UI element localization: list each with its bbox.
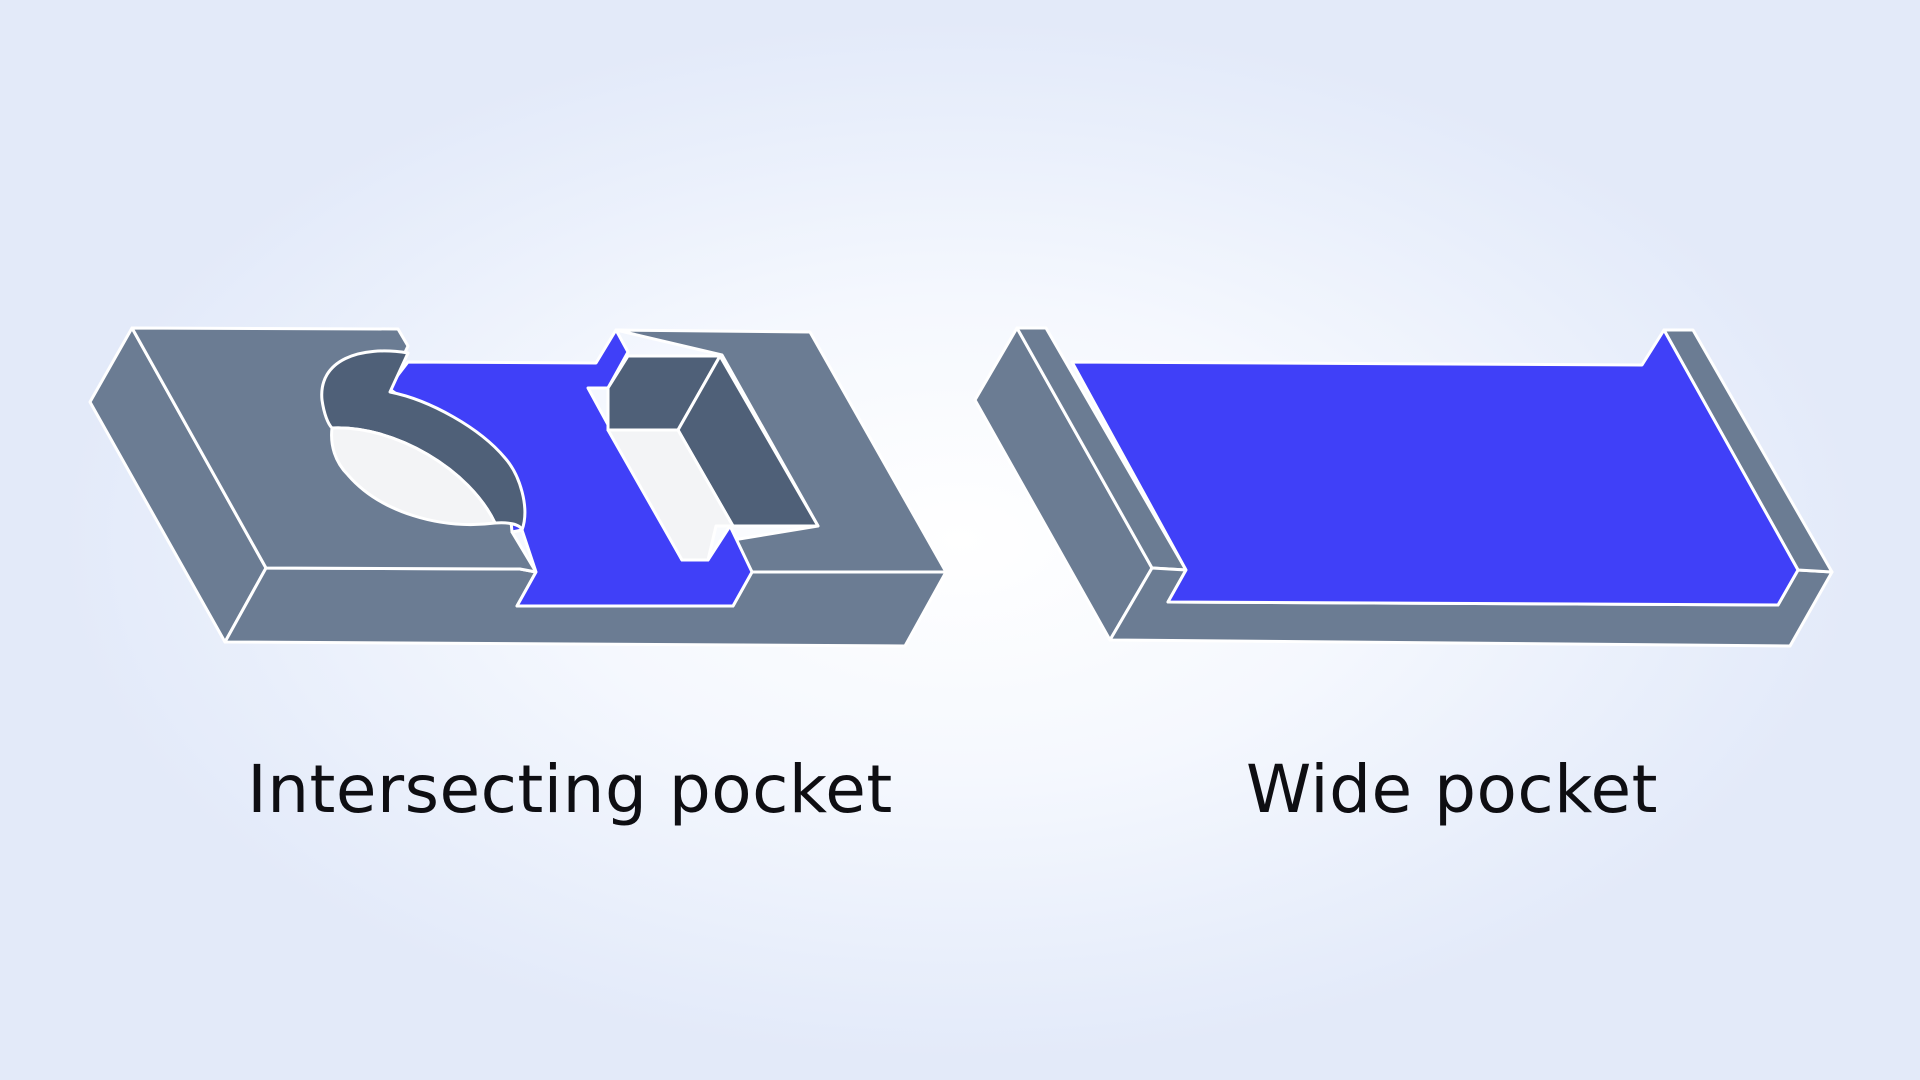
wide-pocket-floor — [1070, 328, 1800, 607]
intersecting-pocket-block — [88, 326, 948, 648]
wide-pocket-label: Wide pocket — [1245, 751, 1659, 828]
intersecting-pocket-label: Intersecting pocket — [247, 751, 893, 828]
rect-cut-floor — [606, 428, 735, 562]
wide-pocket-block — [973, 326, 1834, 648]
circular-cut-floor — [330, 426, 497, 526]
